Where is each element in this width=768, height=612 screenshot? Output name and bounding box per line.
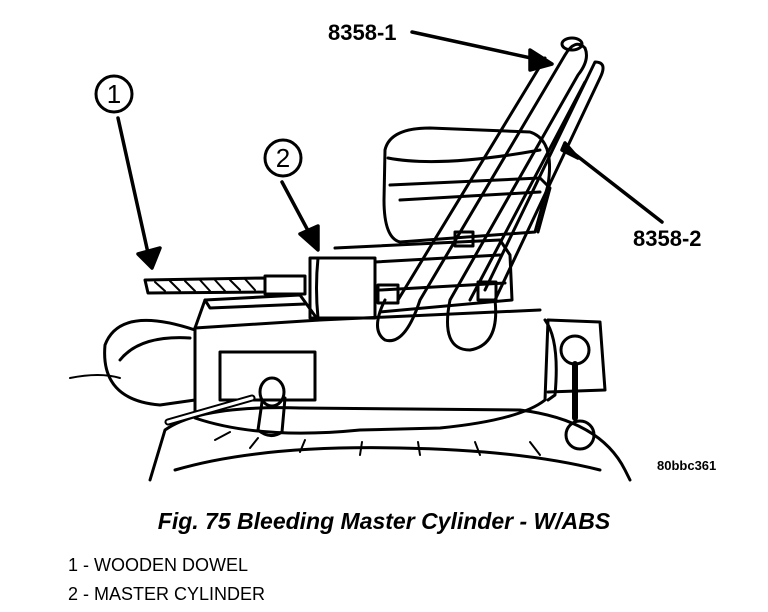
callout-circle-1: [94, 74, 134, 114]
callout-number-1: 1: [106, 79, 122, 109]
master-cylinder-bleeding-diagram: [69, 30, 664, 482]
tool-label-8358-1: 8358-1: [328, 20, 397, 45]
callout-circle-2: [263, 138, 303, 178]
bleeding-tubes: [376, 36, 605, 352]
master-cylinder: [308, 126, 552, 320]
image-id: 80bbc361: [657, 458, 717, 473]
callout-leaders: [116, 30, 664, 270]
wooden-dowel: [143, 274, 307, 296]
legend-item-wooden-dowel: 1 - WOODEN DOWEL: [68, 555, 249, 575]
legend-item-master-cylinder: 2 - MASTER CYLINDER: [68, 584, 266, 604]
callout-number-2: 2: [275, 143, 291, 173]
vise-handle: [164, 376, 287, 437]
figure-caption: Fig. 75 Bleeding Master Cylinder - W/ABS: [157, 508, 611, 534]
vise-base: [148, 406, 632, 482]
bench-vise: [69, 293, 607, 451]
tool-label-8358-2: 8358-2: [633, 226, 702, 251]
